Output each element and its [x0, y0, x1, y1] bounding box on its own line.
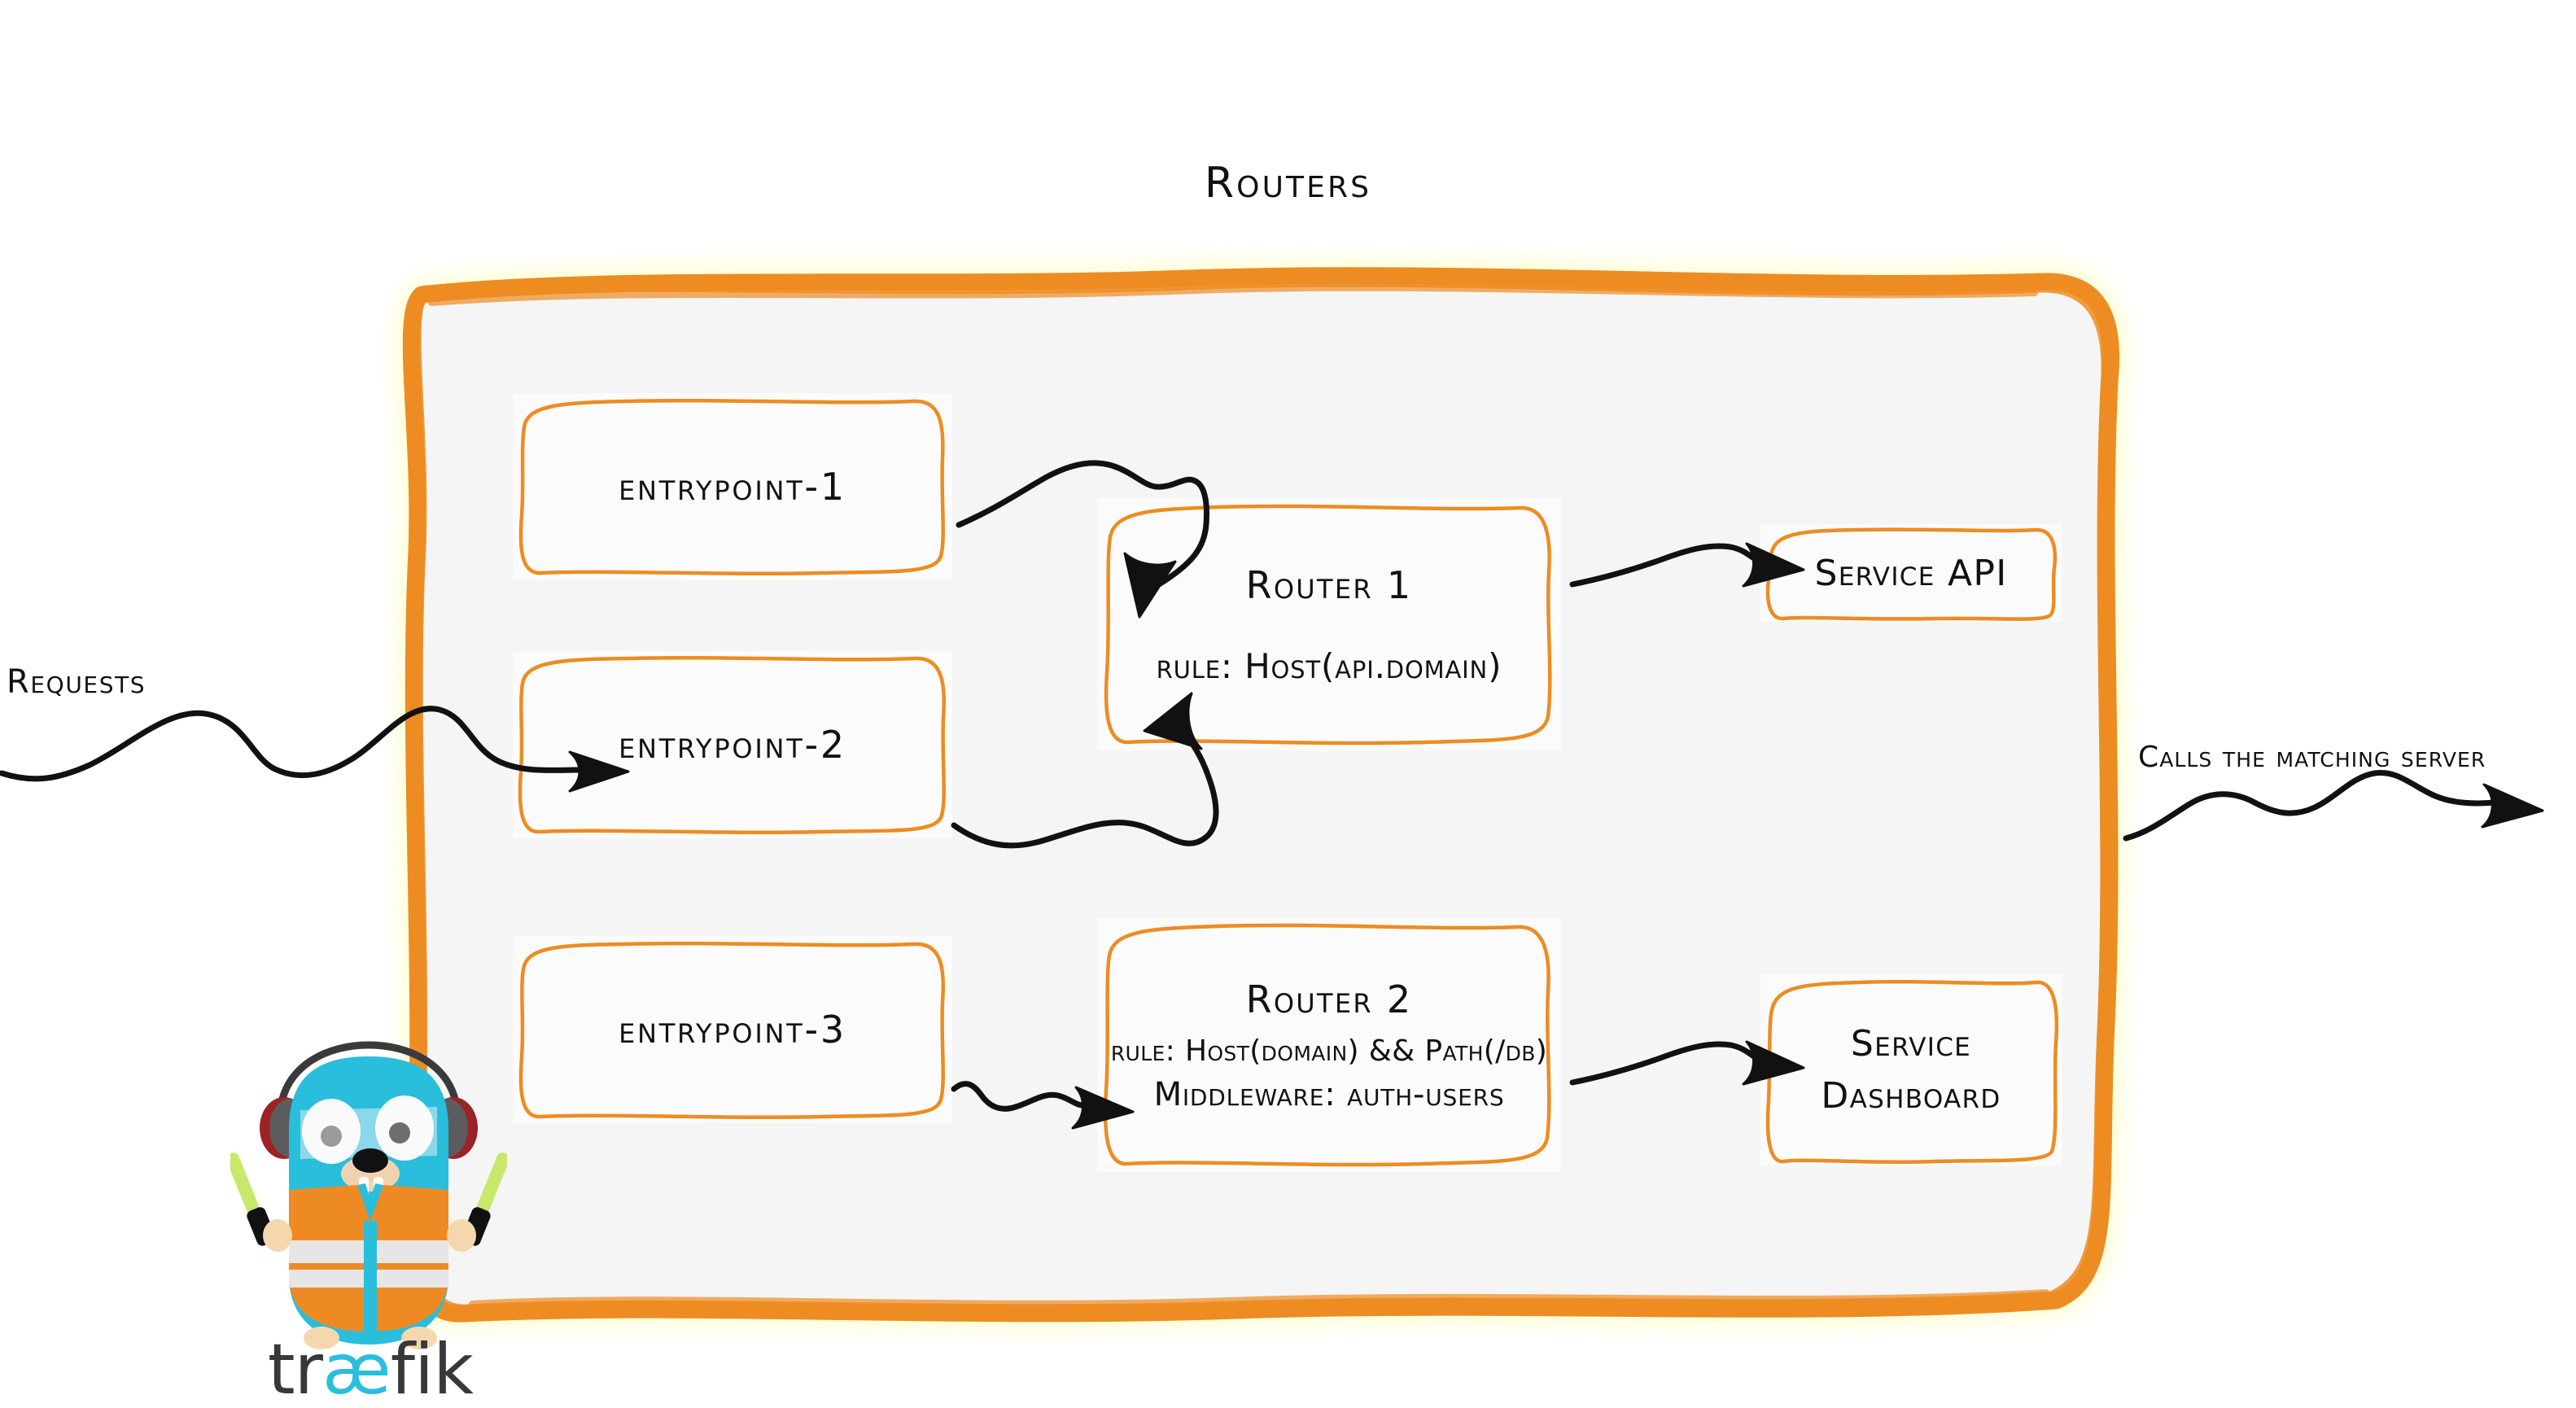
outgoing-arrow — [2123, 769, 2544, 842]
router-rule: rule: Host(domain) && Path(/db) — [1110, 1034, 1548, 1068]
service-api-box[interactable]: Service API — [1760, 524, 2062, 622]
router-1-box[interactable]: Router 1 rule: Host(api.domain) — [1097, 498, 1561, 750]
router-title: Router 2 — [1245, 977, 1413, 1021]
router-2-box[interactable]: Router 2 rule: Host(domain) && Path(/db)… — [1097, 918, 1561, 1172]
entrypoint-label: entrypoint-3 — [619, 1008, 846, 1052]
page-title: Routers — [1204, 159, 1372, 208]
traefik-gopher-icon — [230, 1041, 507, 1349]
wordmark-suffix: fik — [390, 1329, 474, 1408]
entrypoint-3-box[interactable]: entrypoint-3 — [513, 936, 952, 1123]
entrypoint-1-box[interactable]: entrypoint-1 — [513, 393, 952, 580]
entrypoint-2-box[interactable]: entrypoint-2 — [513, 651, 952, 838]
calls-matching-server-label: Calls the matching server — [2138, 741, 2486, 774]
traefik-logo: træfik — [230, 1032, 507, 1408]
service-label-line2: Dashboard — [1821, 1074, 2001, 1117]
entrypoint-label: entrypoint-2 — [619, 723, 846, 767]
router-rule: rule: Host(api.domain) — [1156, 645, 1502, 686]
service-label-line1: Service — [1850, 1022, 1972, 1065]
service-label: Service API — [1814, 552, 2008, 594]
traefik-wordmark: træfik — [224, 1335, 517, 1405]
requests-label: Requests — [7, 663, 147, 701]
wordmark-prefix: tr — [267, 1329, 323, 1408]
router-title: Router 1 — [1245, 562, 1413, 607]
router-middleware: Middleware: auth-users — [1153, 1075, 1505, 1113]
wordmark-ligature: æ — [322, 1329, 391, 1408]
service-dashboard-box[interactable]: Service Dashboard — [1760, 974, 2062, 1165]
entrypoint-label: entrypoint-1 — [619, 465, 846, 509]
